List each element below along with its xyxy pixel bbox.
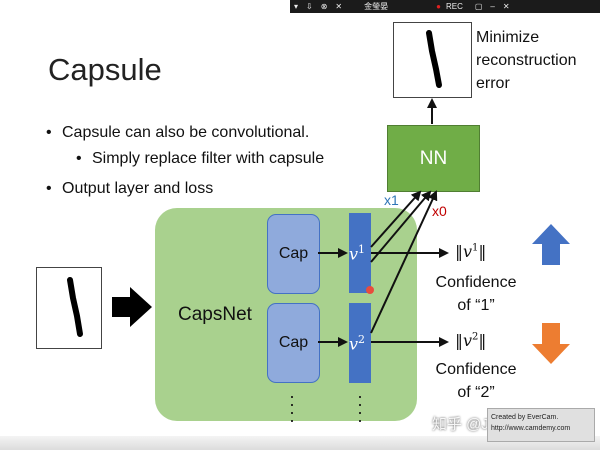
x0-label: x0 [432,203,447,219]
minimize-icon[interactable]: – [490,2,495,11]
bottom-strip [0,436,600,450]
record-label: REC [445,2,463,11]
window-icon[interactable]: ▢ [474,2,483,11]
ellipsis-dots-cap: ···· [289,386,295,430]
arrow-input-to-capsnet [112,287,152,327]
norm-v2-letter: v [463,331,473,350]
cap-box-1: Cap [267,214,320,294]
nn-box: NN [387,125,480,192]
bullet-1: Capsule can also be convolutional. [46,124,309,142]
close-window-icon[interactable]: ✕ [502,2,510,11]
recorder-toolbar: ▾ ⇩ ⊗ ✕ 金瑩晏 ● REC ▢ – ✕ [290,0,600,13]
record-indicator[interactable]: ● REC [432,2,467,11]
v2-letter: v [349,334,359,354]
vector-bar-1 [349,213,371,293]
arrow-v1-to-nn-b [370,190,432,263]
norm-v2-open: ‖ [455,331,463,350]
capsnet-label: CapsNet [178,304,252,325]
bullet-3: Output layer and loss [46,180,213,198]
norm-v2: ‖v2‖ [455,331,486,350]
confidence-1-line-2: of “1” [457,297,495,314]
reconstructed-digit-drawing [426,30,442,88]
norm-v1: ‖v1‖ [455,242,486,261]
slide-title: Capsule [48,52,162,87]
confidence-1-line-1: Confidence [435,274,517,291]
cap-label-2: Cap [278,334,309,351]
arrow-v1-to-nn-a [370,190,422,248]
recon-line-2: reconstruction [476,52,577,69]
download-icon[interactable]: ⇩ [306,2,313,11]
camdemy-stamp: Created by EverCam. http://www.camdemy.c… [487,408,595,442]
digit-one-drawing [67,277,83,337]
camdemy-line-1: Created by EverCam. [491,414,559,421]
v2-superscript: 2 [358,333,366,346]
recon-line-1: Minimize [476,29,540,46]
close-icon[interactable]: ✕ [335,2,343,11]
recon-line-3: error [476,75,510,92]
input-digit-image [36,267,102,349]
x1-label: x1 [384,192,399,208]
norm-v1-close: ‖ [478,242,487,261]
confidence-2-line-1: Confidence [435,361,517,378]
ellipsis-dots-vector: ···· [357,386,363,430]
norm-v1-open: ‖ [455,242,463,261]
v1-symbol: v1 [349,243,365,263]
reconstruction-caption: Minimize reconstruction error [476,26,577,95]
cap-box-2: Cap [267,303,320,383]
confidence-1-label: Confidence of “1” [421,271,531,317]
camdemy-line-2: http://www.camdemy.com [491,425,571,432]
record-dot-icon: ● [436,2,441,11]
norm-v1-sup: 1 [472,242,479,254]
v2-symbol: v2 [349,333,365,353]
confidence-2-line-2: of “2” [457,384,495,401]
bullet-2: Simply replace filter with capsule [76,150,324,168]
v1-letter: v [349,244,359,264]
cursor-dot-icon [366,286,374,294]
reconstruction-image [393,22,472,98]
pin-icon[interactable]: ⊗ [320,2,328,11]
recorder-username: 金瑩晏 [364,2,389,11]
cap-label-1: Cap [278,245,309,262]
norm-v1-letter: v [463,242,473,261]
arrow-down-icon [532,323,570,364]
norm-v2-close: ‖ [478,331,487,350]
arrow-v2-to-nn [370,190,438,334]
confidence-2-label: Confidence of “2” [421,358,531,404]
v1-superscript: 1 [358,243,366,256]
vector-bar-2 [349,303,371,383]
norm-v2-sup: 2 [472,331,479,343]
nn-label: NN [419,147,448,169]
arrow-up-icon [532,224,570,265]
dropdown-icon[interactable]: ▾ [294,2,299,11]
